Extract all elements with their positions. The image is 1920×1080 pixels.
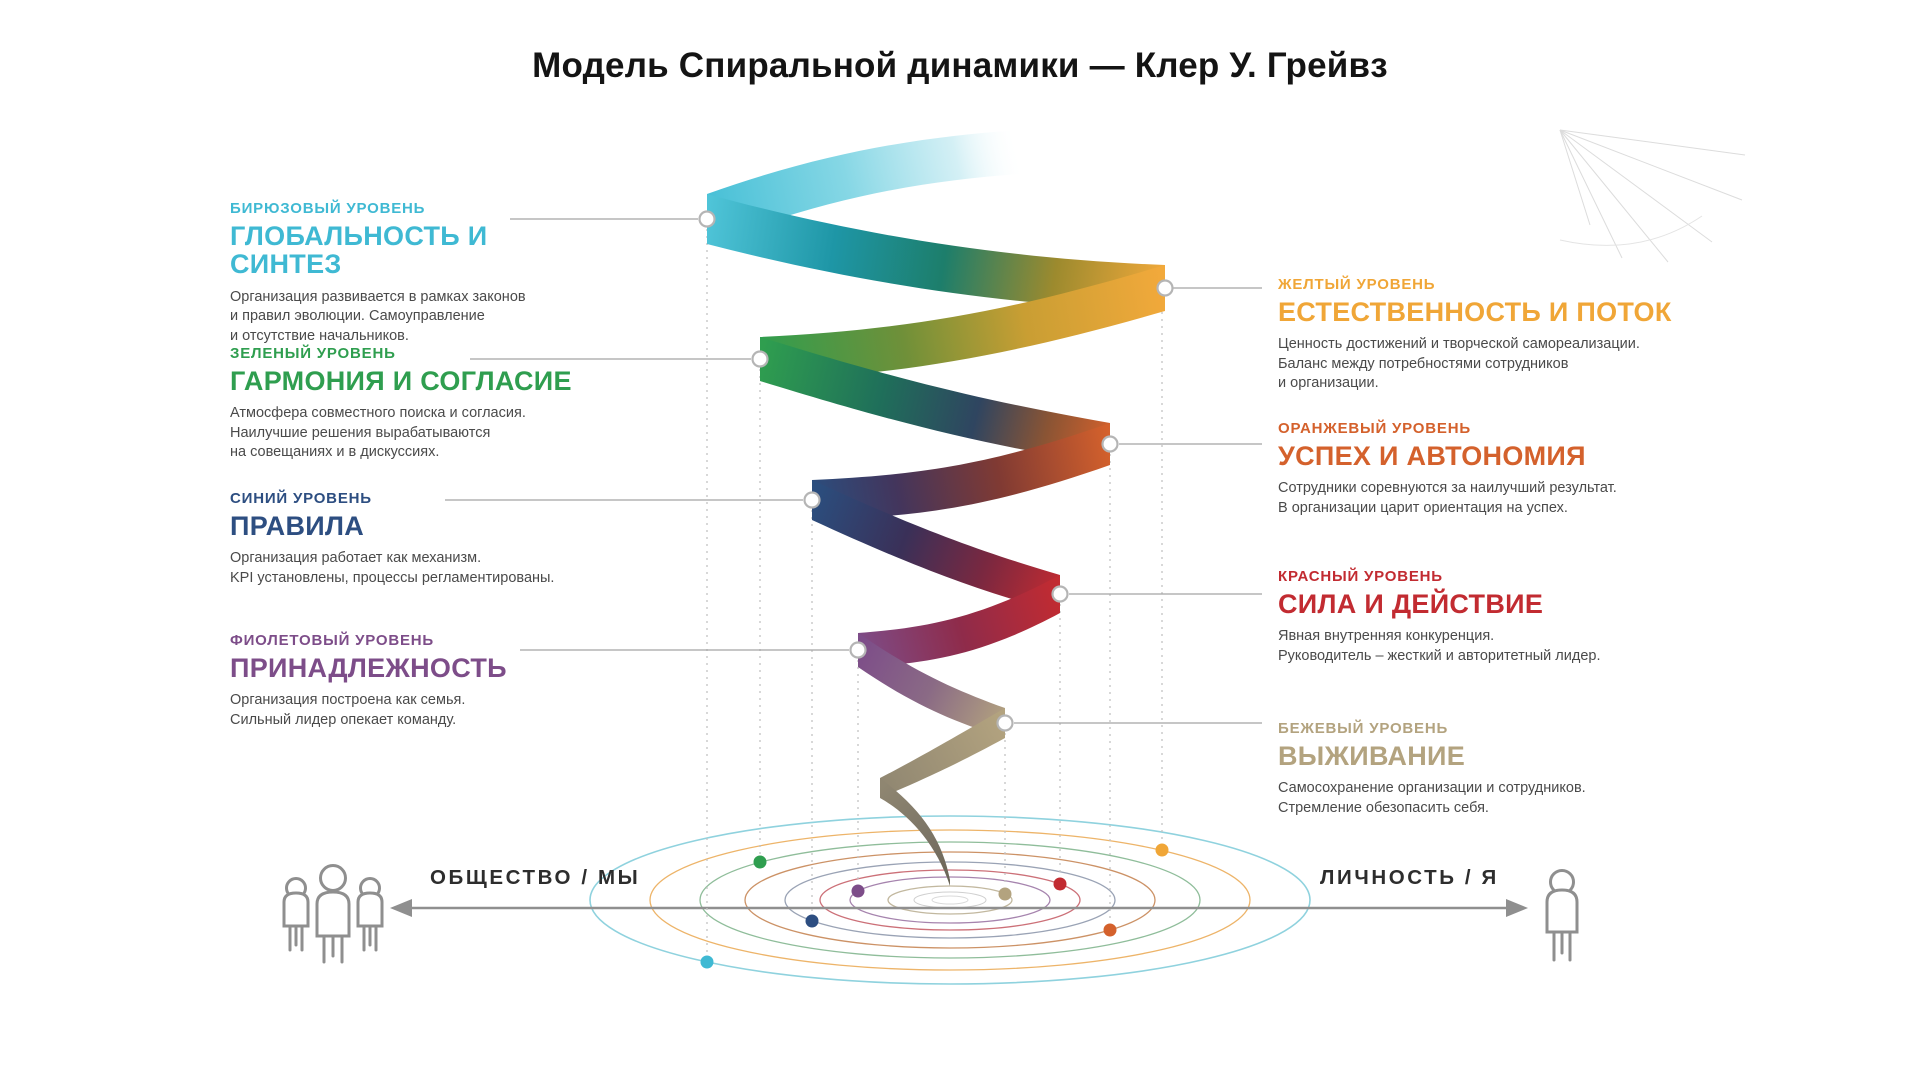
level-name: БЕЖЕВЫЙ УРОВЕНЬ: [1278, 720, 1449, 737]
point-red: [1051, 585, 1069, 603]
orbit-dot-purple: [851, 884, 865, 898]
level-title: СИЛА И ДЕЙСТВИЕ: [1278, 589, 1544, 619]
callout-points: [698, 210, 1174, 732]
point-blue: [803, 491, 821, 509]
level-name: ЗЕЛЕНЫЙ УРОВЕНЬ: [230, 345, 396, 362]
orbit-dot-blue: [805, 914, 819, 928]
level-block-red: КРАСНЫЙ УРОВЕНЬ СИЛА И ДЕЙСТВИЕ Явная вн…: [1278, 568, 1708, 666]
level-description: Самосохранение организации и сотрудников…: [1278, 780, 1586, 816]
axis-arrow-left-icon: [390, 899, 412, 917]
point-purple: [849, 641, 867, 659]
level-name: СИНИЙ УРОВЕНЬ: [230, 490, 372, 507]
level-title: ПРИНАДЛЕЖНОСТЬ: [230, 653, 507, 683]
axis-label-personality: ЛИЧНОСТЬ / Я: [1320, 866, 1499, 889]
drop-lines: [706, 229, 1163, 954]
level-description: Сотрудники соревнуются за наилучший резу…: [1278, 480, 1617, 516]
point-green: [751, 350, 769, 368]
level-block-yellow: ЖЕЛТЫЙ УРОВЕНЬ ЕСТЕСТВЕННОСТЬ И ПОТОК Це…: [1278, 276, 1708, 394]
level-title: ПРАВИЛА: [230, 511, 364, 541]
label-connectors: [445, 218, 1262, 724]
level-name: КРАСНЫЙ УРОВЕНЬ: [1278, 568, 1443, 585]
level-block-orange: ОРАНЖЕВЫЙ УРОВЕНЬ УСПЕХ И АВТОНОМИЯ Сотр…: [1278, 420, 1708, 518]
level-description: Организация развивается в рамках законов…: [230, 288, 526, 344]
level-block-purple: ФИОЛЕТОВЫЙ УРОВЕНЬ ПРИНАДЛЕЖНОСТЬ Органи…: [230, 632, 595, 730]
level-name: ФИОЛЕТОВЫЙ УРОВЕНЬ: [230, 632, 434, 649]
ribbon-green-to-orange: [760, 337, 1110, 465]
point-turquoise: [698, 210, 716, 228]
orbit-dot-yellow: [1155, 843, 1169, 857]
level-description: Организация работает как механизм. KPI у…: [230, 550, 555, 586]
level-name: ЖЕЛТЫЙ УРОВЕНЬ: [1278, 276, 1436, 293]
point-beige: [996, 714, 1014, 732]
level-block-beige: БЕЖЕВЫЙ УРОВЕНЬ ВЫЖИВАНИЕ Самосохранение…: [1278, 720, 1708, 818]
level-description: Организация построена как семья. Сильный…: [230, 692, 466, 728]
page-title: Модель Спиральной динамики — Клер У. Гре…: [532, 46, 1388, 85]
society-personality-axis: [390, 899, 1528, 917]
point-yellow: [1156, 279, 1174, 297]
single-person-icon: [1545, 869, 1579, 962]
level-name: БИРЮЗОВЫЙ УРОВЕНЬ: [230, 200, 426, 217]
orbit-dots: [700, 843, 1169, 969]
level-name: ОРАНЖЕВЫЙ УРОВЕНЬ: [1278, 420, 1471, 437]
orbit-dot-beige: [998, 887, 1012, 901]
ribbon-red-to-purple: [858, 575, 1060, 667]
level-description: Ценность достижений и творческой самореа…: [1278, 336, 1640, 392]
ribbon-blue-to-red: [812, 480, 1060, 613]
orbit-dot-turquoise: [700, 955, 714, 969]
axis-label-society: ОБЩЕСТВО / МЫ: [430, 866, 641, 889]
level-description: Атмосфера совместного поиска и согласия.…: [230, 405, 526, 461]
ribbon-turquoise-to-yellow: [707, 194, 1165, 311]
ribbon-purple-to-beige: [858, 633, 1005, 738]
orbit-dot-orange: [1103, 923, 1117, 937]
level-block-blue: СИНИЙ УРОВЕНЬ ПРАВИЛА Организация работа…: [230, 490, 595, 588]
ribbon-yellow-to-green: [760, 265, 1165, 381]
level-title: ГАРМОНИЯ И СОГЛАСИЕ: [230, 366, 572, 396]
orbit-dot-green: [753, 855, 767, 869]
level-block-green: ЗЕЛЕНЫЙ УРОВЕНЬ ГАРМОНИЯ И СОГЛАСИЕ Атмо…: [230, 345, 595, 463]
level-block-turquoise: БИРЮЗОВЫЙ УРОВЕНЬ ГЛОБАЛЬНОСТЬ И СИНТЕЗ …: [230, 200, 595, 346]
axis-arrow-right-icon: [1506, 899, 1528, 917]
level-description: Явная внутренняя конкуренция. Руководите…: [1278, 628, 1601, 664]
group-of-people-icon: [282, 864, 384, 964]
orbit-rings: [589, 815, 1311, 985]
level-title: ЕСТЕСТВЕННОСТЬ И ПОТОК: [1278, 297, 1672, 327]
ribbon-beige-tail: [880, 708, 1005, 798]
ribbon-tail-tip: [880, 778, 950, 886]
decorative-rays-icon: [1559, 129, 1746, 263]
level-title: ВЫЖИВАНИЕ: [1278, 741, 1466, 771]
level-title: ГЛОБАЛЬНОСТЬ И СИНТЕЗ: [230, 221, 488, 280]
orbit-dot-red: [1053, 877, 1067, 891]
point-orange: [1101, 435, 1119, 453]
spiral-ribbon: [707, 130, 1165, 886]
ribbon-orange-to-blue: [812, 423, 1110, 520]
level-title: УСПЕХ И АВТОНОМИЯ: [1278, 441, 1586, 471]
